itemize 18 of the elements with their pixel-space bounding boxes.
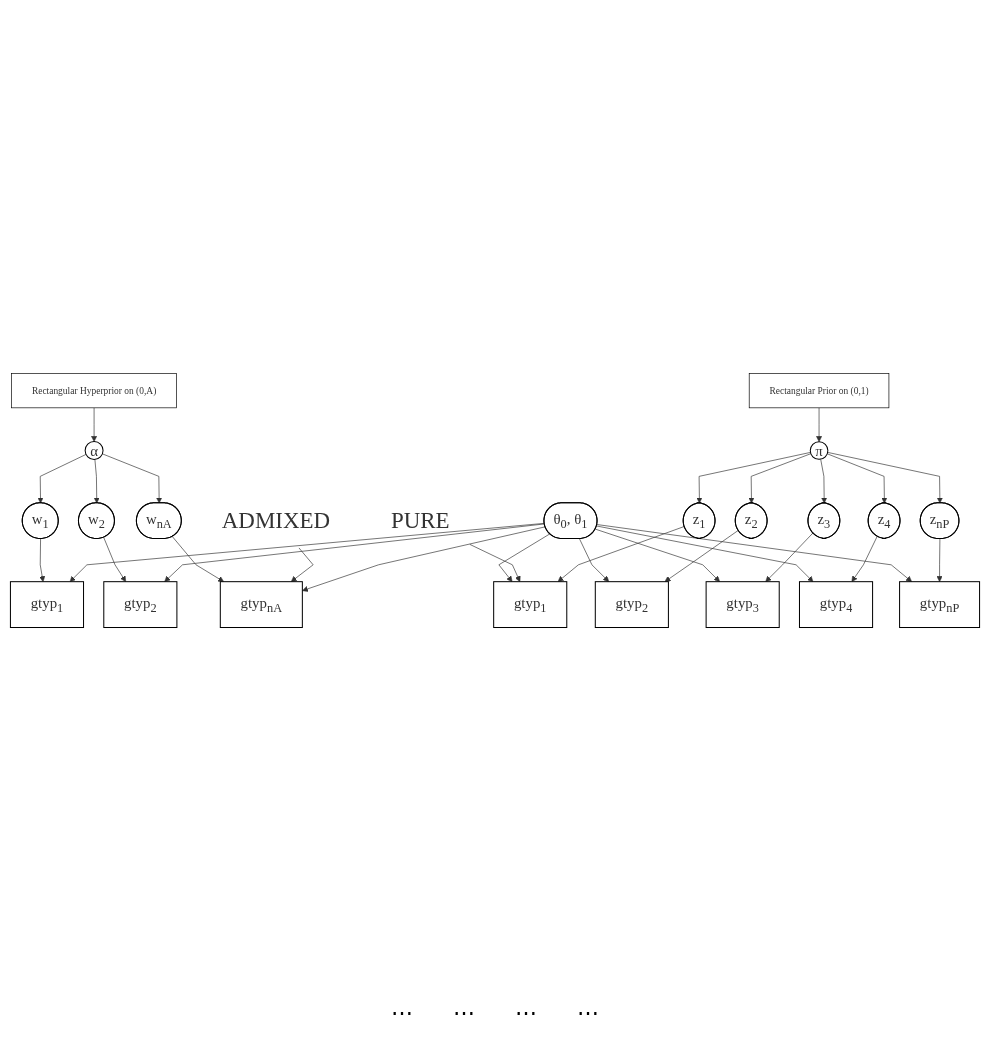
node-text: ADMIXED <box>221 507 331 533</box>
node-box: gtyp$_{4}$ <box>798 580 874 628</box>
ellipsis-text: ⋯ <box>453 1000 475 1026</box>
node-box: Rectangular Prior on (0,1) <box>748 372 890 408</box>
node-box: gtyp$_{2}$ <box>103 580 178 628</box>
node-box: gtyp$_{nA}$ <box>219 580 303 628</box>
node-box: Rectangular Hyperprior on (0,A) <box>11 372 177 408</box>
node-box: gtyp$_{3}$ <box>705 580 780 628</box>
ellipsis-text: ⋯ <box>391 1000 413 1026</box>
node-box: gtyp$_{1}$ <box>9 580 85 628</box>
node-box: gtyp$_{1}$ <box>493 580 568 628</box>
node-box: gtyp$_{2}$ <box>594 580 669 628</box>
node-box: gtyp$_{nP}$ <box>899 580 981 628</box>
ellipsis-text: ⋯ <box>577 1000 599 1026</box>
node-text: PURE <box>390 507 450 533</box>
node-circle: α <box>84 440 104 460</box>
ellipsis-text: ⋯ <box>515 1000 537 1026</box>
node-circle: π <box>809 440 829 460</box>
